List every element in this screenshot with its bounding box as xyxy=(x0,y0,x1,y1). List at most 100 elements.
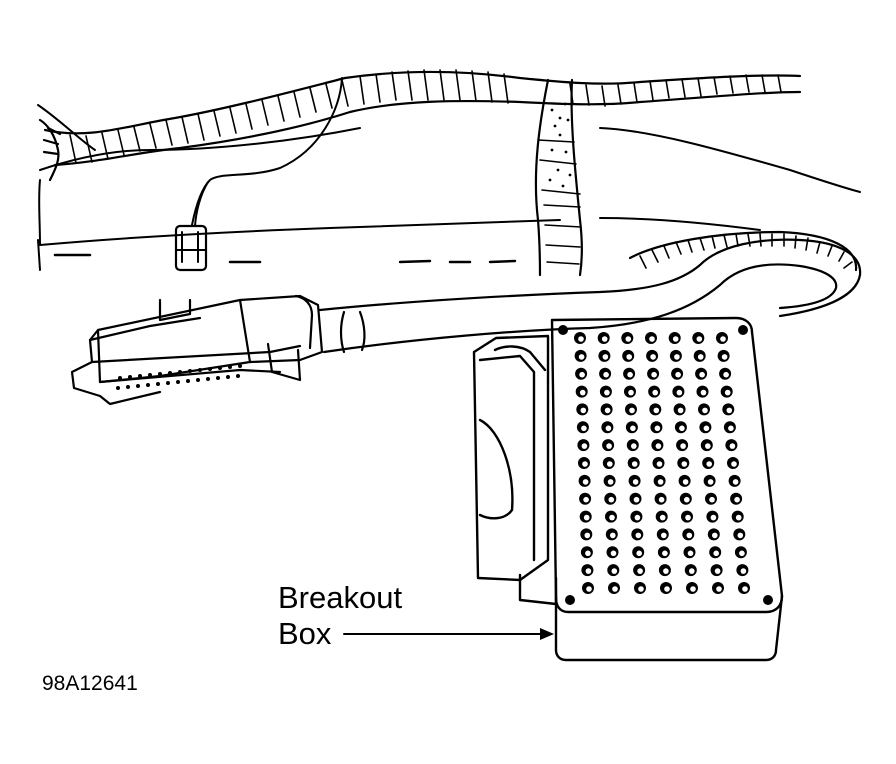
jack-socket-hole xyxy=(706,461,712,467)
jack-socket-hole xyxy=(675,371,681,378)
jack-socket-hole xyxy=(685,514,691,521)
jack-socket-hole xyxy=(700,389,707,396)
jack-socket-hole xyxy=(607,479,614,485)
jack-socket-hole xyxy=(710,514,717,521)
jack-socket-hole xyxy=(581,425,587,432)
jack-socket-hole xyxy=(735,514,742,521)
box-corner-screws xyxy=(558,325,773,605)
jack-socket-hole xyxy=(649,336,655,342)
jack-socket-hole xyxy=(699,371,705,378)
breakout-cable xyxy=(318,230,862,354)
jack-socket-hole xyxy=(585,550,591,557)
jack-socket-hole xyxy=(732,479,739,485)
jack-socket-hole xyxy=(716,586,722,592)
jack-socket-hole xyxy=(633,496,640,503)
jack-socket-hole xyxy=(631,461,638,467)
jack-socket-hole xyxy=(635,532,642,539)
jack-socket-hole xyxy=(662,550,668,557)
jack-socket-hole xyxy=(705,443,711,449)
jack-socket-hole xyxy=(583,496,589,503)
jack-socket-hole xyxy=(578,336,584,342)
jack-socket-hole xyxy=(602,354,609,360)
jack-socket-hole xyxy=(584,532,591,539)
jack-socket-hole xyxy=(632,479,639,485)
jack-socket-hole xyxy=(626,354,632,360)
jack-socket-hole xyxy=(601,336,608,342)
jack-socket-hole xyxy=(610,532,616,539)
jack-socket-hole xyxy=(610,550,617,557)
jack-socket-hole xyxy=(676,389,683,396)
cable-end-connector xyxy=(70,294,324,406)
connector-pins xyxy=(116,364,242,390)
jack-socket-hole xyxy=(707,479,714,485)
jack-socket-hole xyxy=(583,514,590,521)
wiring-harness xyxy=(38,69,802,182)
jack-socket-hole xyxy=(611,568,618,574)
jack-socket-hole xyxy=(672,336,679,342)
jack-socket-hole xyxy=(582,479,589,485)
jack-socket-hole xyxy=(712,532,718,539)
jack-socket-hole xyxy=(652,389,658,396)
jack-socket-hole xyxy=(638,586,644,592)
jack-socket-hole xyxy=(721,354,728,360)
jack-socket-hole xyxy=(608,496,615,503)
jack-socket-hole xyxy=(661,532,667,539)
callout-label-line1: Breakout xyxy=(278,580,403,615)
jack-socket-hole xyxy=(655,443,662,449)
jack-socket-hole xyxy=(629,407,635,414)
jack-socket-hole xyxy=(579,371,585,378)
jack-socket-hole xyxy=(697,354,704,360)
jack-socket-hole xyxy=(607,461,613,467)
breakout-box-face xyxy=(550,316,784,614)
jack-socket-hole xyxy=(679,425,685,432)
jack-socket-hole xyxy=(604,407,611,414)
jack-socket-hole xyxy=(579,389,586,396)
jack-socket-hole xyxy=(709,496,715,503)
jack-socket-hole xyxy=(578,354,585,360)
jack-socket-hole xyxy=(677,407,684,414)
jack-socket-hole xyxy=(684,496,690,503)
jack-socket-hole xyxy=(657,479,664,485)
jack-socket-hole xyxy=(625,336,632,342)
jack-socket-hole xyxy=(637,568,643,574)
jack-socket-hole xyxy=(651,371,657,378)
jack-socket-hole xyxy=(739,550,745,557)
jack-socket-hole xyxy=(728,425,734,432)
jack-socket-hole xyxy=(580,407,587,414)
jack-socket-hole xyxy=(720,336,726,342)
jack-socket-hole xyxy=(687,550,694,557)
jack-socket-hole xyxy=(659,514,666,521)
jack-socket-hole xyxy=(582,461,588,467)
jack-socket-hole xyxy=(612,586,618,592)
breakout-box xyxy=(472,316,784,662)
jack-socket-hole xyxy=(740,568,747,574)
jack-socket-hole xyxy=(689,568,695,574)
jack-socket-hole xyxy=(724,389,731,396)
jack-socket-hole xyxy=(604,389,610,396)
jack-socket-hole xyxy=(586,586,592,592)
figure-id: 98A12641 xyxy=(42,672,138,695)
jack-socket-hole xyxy=(605,425,612,432)
pigtail-connector xyxy=(174,77,343,272)
jack-socket-hole xyxy=(696,336,703,342)
jack-socket-hole xyxy=(731,461,737,467)
jack-socket-hole xyxy=(581,443,588,449)
jack-socket-hole xyxy=(650,354,656,360)
jack-socket-hole xyxy=(627,371,633,378)
jack-socket-hole xyxy=(726,407,733,414)
jack-socket-hole xyxy=(606,443,612,449)
jack-socket-hole xyxy=(737,532,744,539)
jack-socket-hole xyxy=(742,586,748,592)
jack-socket-hole xyxy=(631,443,637,449)
jack-socket-hole xyxy=(702,407,708,414)
callout-label-line2: Box xyxy=(278,616,332,651)
jack-socket-hole xyxy=(603,371,609,378)
jack-socket-hole xyxy=(628,389,634,396)
jack-socket-hole xyxy=(634,514,641,521)
jack-socket-hole xyxy=(681,461,688,467)
jack-socket-hole xyxy=(734,496,740,503)
jack-socket-hole xyxy=(585,568,592,574)
jack-socket-hole xyxy=(686,532,693,539)
